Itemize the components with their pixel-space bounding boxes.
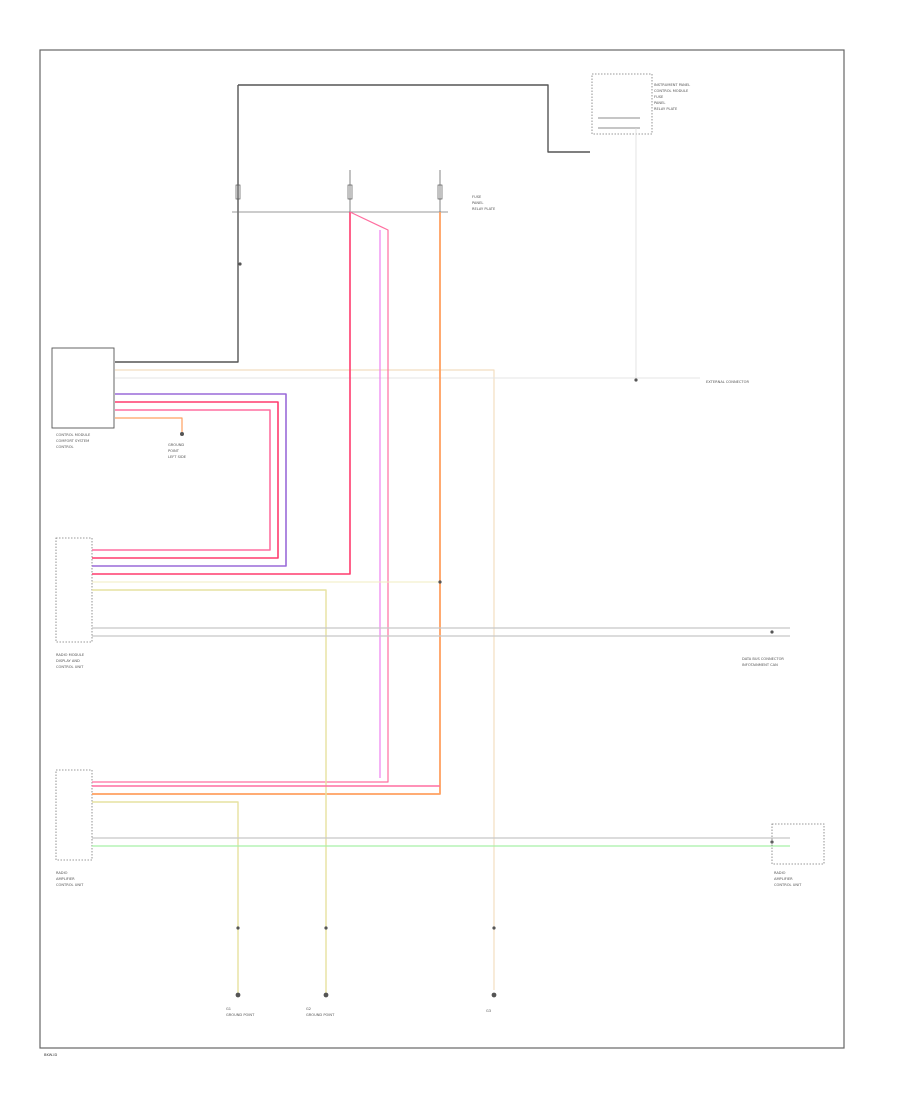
- fuse: [437, 184, 443, 200]
- svg-text:G1: G1: [226, 1007, 231, 1011]
- fuse: [235, 184, 241, 200]
- radio-module-wires: [92, 581, 790, 995]
- svg-text:INFOTAINMENT CAN: INFOTAINMENT CAN: [742, 663, 778, 667]
- module-label-line: CONTROL: [56, 445, 74, 449]
- radio-amplifier-module: RADIO AMPLIFIER CONTROL UNIT: [55, 769, 93, 887]
- fuse: [347, 184, 353, 200]
- radio-display-module: RADIO MODULE DISPLAY AND CONTROL UNIT: [55, 537, 93, 669]
- svg-text:GROUND POINT: GROUND POINT: [306, 1013, 335, 1017]
- comfort-module-wires: [92, 369, 700, 990]
- svg-text:RADIO MODULE: RADIO MODULE: [56, 653, 85, 657]
- fuse-symbols: [235, 184, 443, 200]
- module-label-line: FUSE: [654, 95, 664, 99]
- svg-text:RADIO: RADIO: [774, 871, 786, 875]
- svg-text:EXTERNAL CONNECTOR: EXTERNAL CONNECTOR: [706, 380, 749, 384]
- diagram-frame: [39, 49, 845, 1049]
- module-label-line: PANEL: [654, 101, 665, 105]
- fuse-riser-wires: [92, 211, 441, 795]
- module-label-line: CONTROL MODULE: [654, 89, 689, 93]
- svg-text:RELAY PLATE: RELAY PLATE: [472, 207, 496, 211]
- footer-id: BKW-ID: [44, 1053, 57, 1057]
- amplifier-wires: [92, 785, 790, 995]
- comfort-control-module: CONTROL MODULE COMFORT SYSTEM CONTROL: [51, 347, 115, 449]
- svg-text:AMPLIFIER: AMPLIFIER: [56, 877, 75, 881]
- svg-text:G2: G2: [306, 1007, 311, 1011]
- svg-text:DATA BUS CONNECTOR: DATA BUS CONNECTOR: [742, 657, 784, 661]
- right-low-label: RADIO AMPLIFIER CONTROL UNIT: [771, 823, 825, 887]
- svg-text:POINT: POINT: [168, 449, 180, 453]
- svg-text:DISPLAY AND: DISPLAY AND: [56, 659, 80, 663]
- svg-text:GROUND: GROUND: [168, 443, 184, 447]
- svg-text:G3: G3: [486, 1009, 491, 1013]
- ground-point-left: GROUND POINT LEFT SIDE: [115, 417, 187, 459]
- ground-g1: G1 GROUND POINT: [226, 992, 255, 1017]
- svg-text:PANEL: PANEL: [472, 201, 483, 205]
- svg-text:RADIO: RADIO: [56, 871, 68, 875]
- svg-text:AMPLIFIER: AMPLIFIER: [774, 877, 793, 881]
- ground-g2: G2 GROUND POINT: [306, 992, 335, 1017]
- svg-text:LEFT SIDE: LEFT SIDE: [168, 455, 187, 459]
- module-label-line: INSTRUMENT PANEL: [654, 83, 690, 87]
- svg-text:FUSE: FUSE: [472, 195, 482, 199]
- module-label-line: COMFORT SYSTEM: [56, 439, 89, 443]
- right-mid-label: DATA BUS CONNECTOR INFOTAINMENT CAN: [742, 657, 784, 667]
- connector-dots: [236, 262, 774, 930]
- external-connector: EXTERNAL CONNECTOR: [706, 380, 749, 384]
- svg-text:CONTROL UNIT: CONTROL UNIT: [56, 883, 84, 887]
- svg-text:CONTROL UNIT: CONTROL UNIT: [56, 665, 84, 669]
- module-label-line: CONTROL MODULE: [56, 433, 91, 437]
- ground-g3: G3: [486, 992, 497, 1013]
- instrument-panel-module: INSTRUMENT PANEL CONTROL MODULE FUSE PAN…: [591, 73, 690, 380]
- module-label-line: RELAY PLATE: [654, 107, 678, 111]
- svg-text:GROUND POINT: GROUND POINT: [226, 1013, 255, 1017]
- power-feed-wires: [115, 84, 590, 363]
- svg-text:CONTROL UNIT: CONTROL UNIT: [774, 883, 802, 887]
- fuse-note: FUSE PANEL RELAY PLATE: [472, 195, 496, 211]
